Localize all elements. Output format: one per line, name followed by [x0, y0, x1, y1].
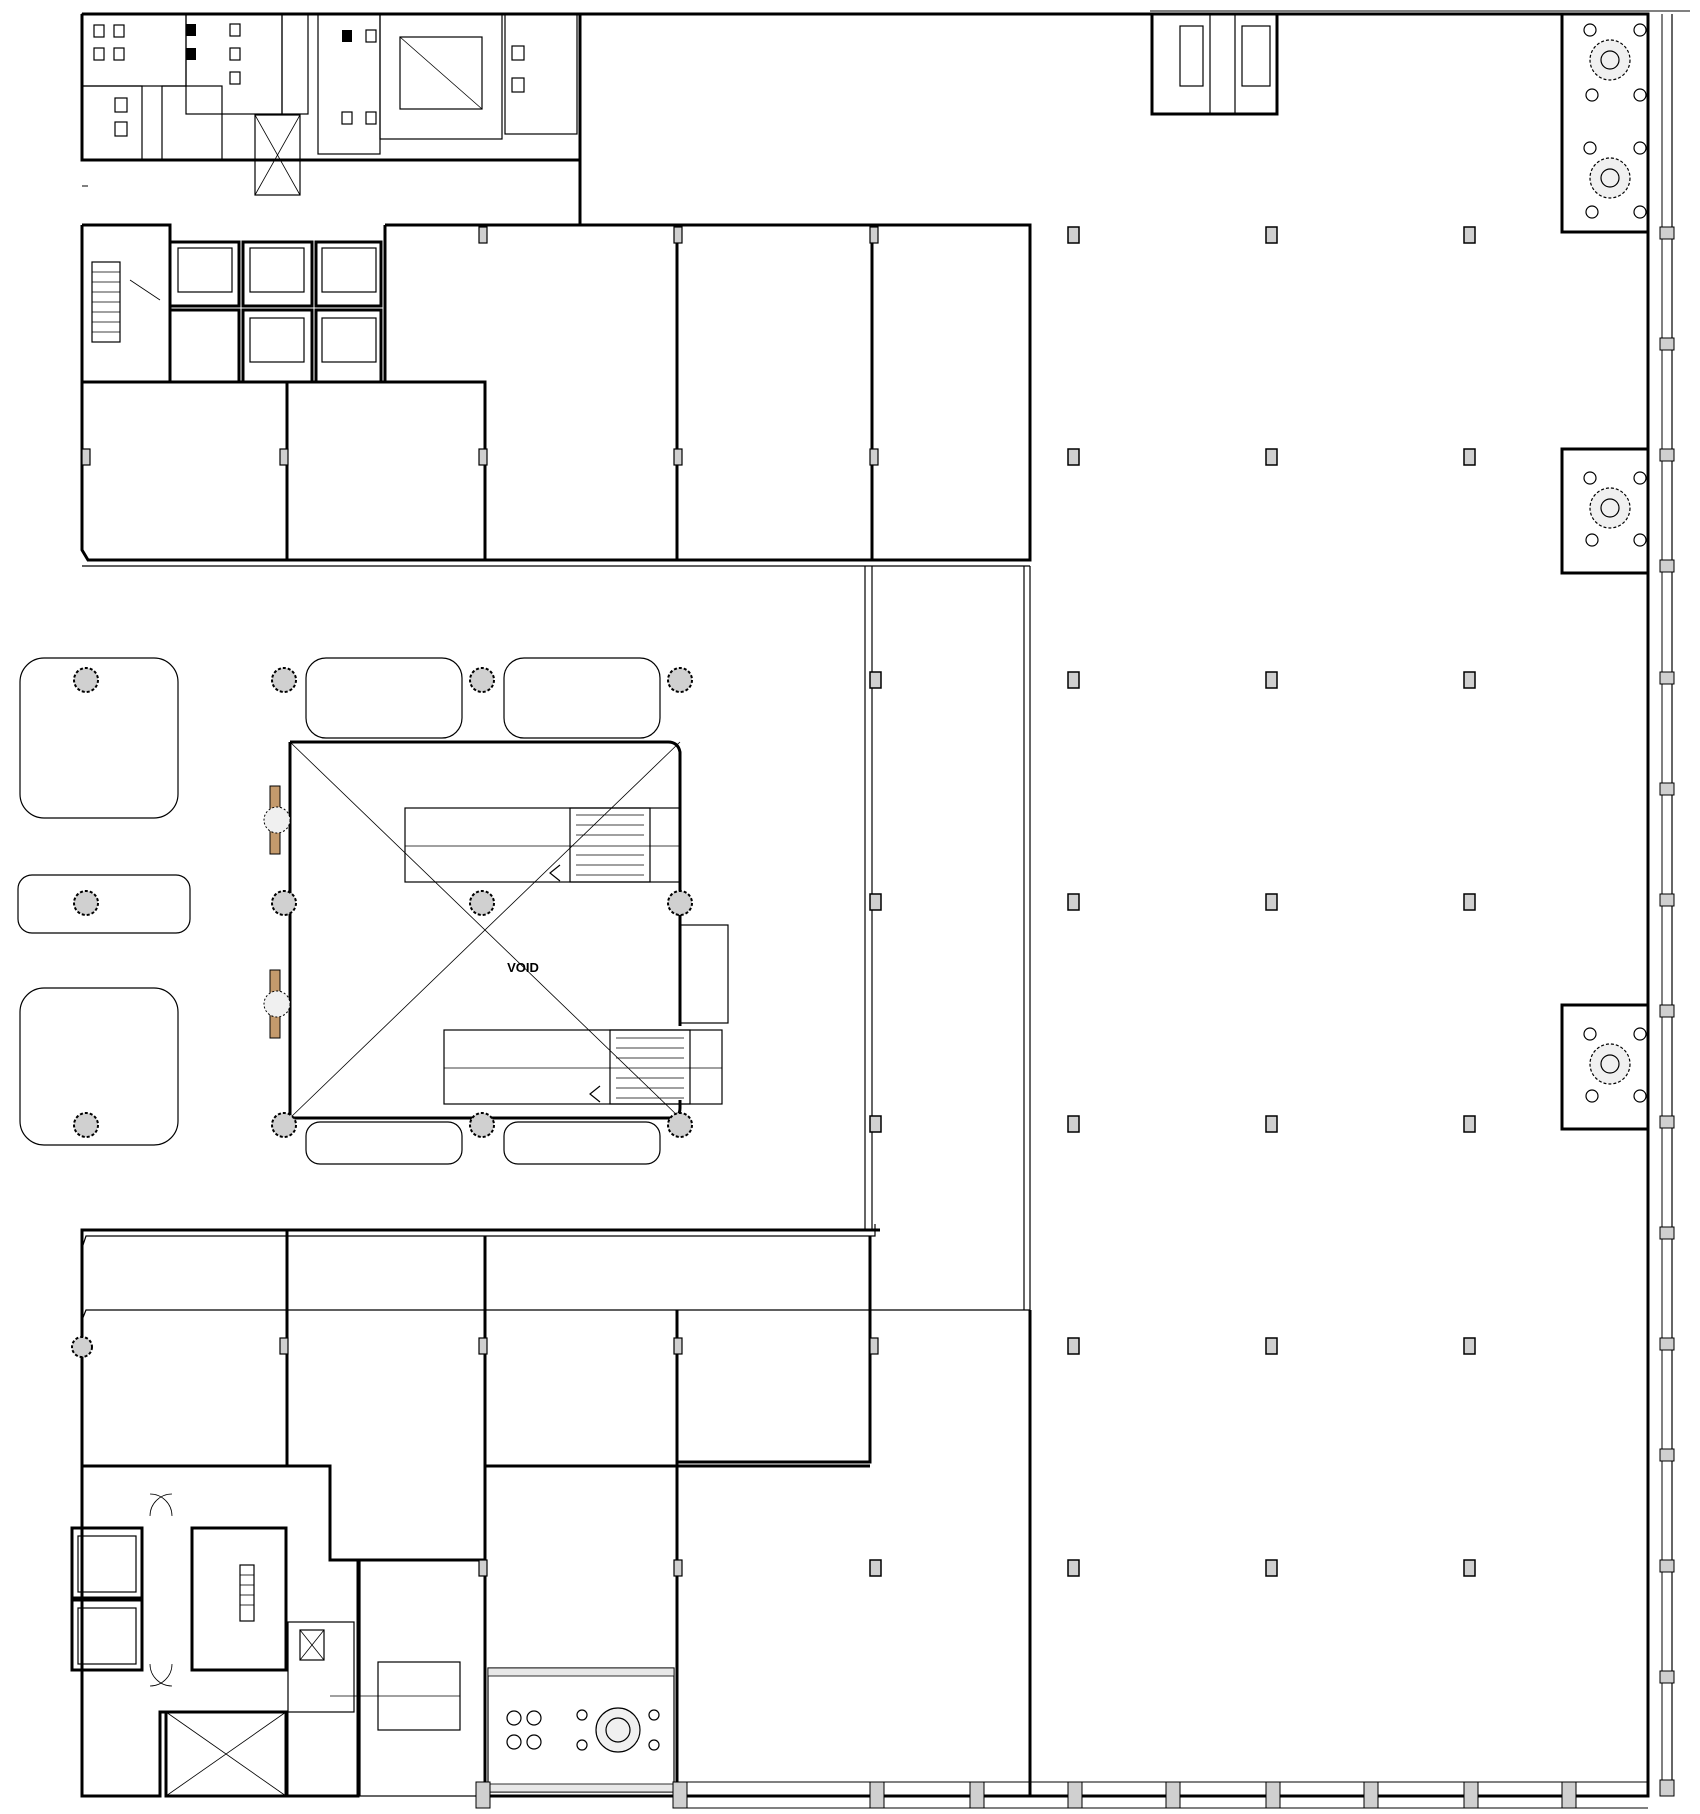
column-icon [1463, 1337, 1476, 1355]
toilet-core-top-left [80, 13, 582, 196]
column-icon [1265, 448, 1278, 466]
shop-units-upper [80, 14, 1032, 567]
seating-cluster-icon [506, 1707, 660, 1753]
column-icon [869, 893, 882, 911]
column-icon [1463, 226, 1476, 244]
column-icon [869, 671, 882, 689]
benches [263, 785, 291, 1039]
staircase-icon [239, 1564, 255, 1622]
seating-bay-middle-right [1560, 447, 1650, 575]
column-icon [271, 667, 297, 693]
column-icon [1265, 1115, 1278, 1133]
escalator-icon [443, 1029, 723, 1105]
column-icon [869, 1115, 882, 1133]
column-icon [1463, 893, 1476, 911]
planters [17, 657, 661, 1165]
column-icon [73, 890, 99, 916]
seating-bay-lower-right [1560, 1003, 1650, 1131]
column-icon [667, 1112, 693, 1138]
column-icon [1265, 893, 1278, 911]
column-icon [1067, 1115, 1080, 1133]
toilet-icon [93, 23, 525, 137]
seating-cluster-icon [1583, 23, 1647, 219]
staircase-icon [91, 261, 161, 343]
column-icon [1265, 1559, 1278, 1577]
column-icon [1463, 1559, 1476, 1577]
column-icon [1067, 671, 1080, 689]
column-icon [1265, 1337, 1278, 1355]
structural-columns [81, 226, 1476, 1577]
shop-units-lower [80, 566, 1032, 1796]
column-icon [469, 667, 495, 693]
seating-bay-top-right [1560, 12, 1650, 234]
column-icon [1067, 448, 1080, 466]
seating-terrace-bottom [487, 1667, 675, 1793]
facade-mullions [475, 226, 1675, 1809]
seating-cluster-icon [1583, 471, 1647, 547]
seating-cluster-icon [1583, 1027, 1647, 1103]
column-icon [1265, 226, 1278, 244]
column-icon [667, 890, 693, 916]
building-envelope [82, 10, 1690, 1809]
column-icon [73, 1112, 99, 1138]
column-icon [1463, 671, 1476, 689]
column-icon [869, 1559, 882, 1577]
column-icon [73, 667, 99, 693]
column-icon [1067, 893, 1080, 911]
column-icon [1067, 1337, 1080, 1355]
column-icon [271, 890, 297, 916]
column-icon [71, 1336, 93, 1358]
atrium: VOID [288, 740, 729, 1120]
column-icon [469, 1112, 495, 1138]
column-icon [1463, 1115, 1476, 1133]
lift-stair-core-upper [80, 223, 383, 384]
column-icon [469, 890, 495, 916]
atrium-columns [71, 667, 693, 1358]
column-icon [1067, 1559, 1080, 1577]
column-icon [1067, 226, 1080, 244]
column-icon [1265, 671, 1278, 689]
elevator-icon [168, 240, 383, 384]
column-icon [271, 1112, 297, 1138]
column-icon [667, 667, 693, 693]
service-core-top [1150, 12, 1279, 116]
column-icon [1463, 448, 1476, 466]
lift-stair-core-lower [70, 1466, 486, 1798]
void-label: VOID [507, 960, 539, 975]
escalator-icon [404, 807, 681, 883]
